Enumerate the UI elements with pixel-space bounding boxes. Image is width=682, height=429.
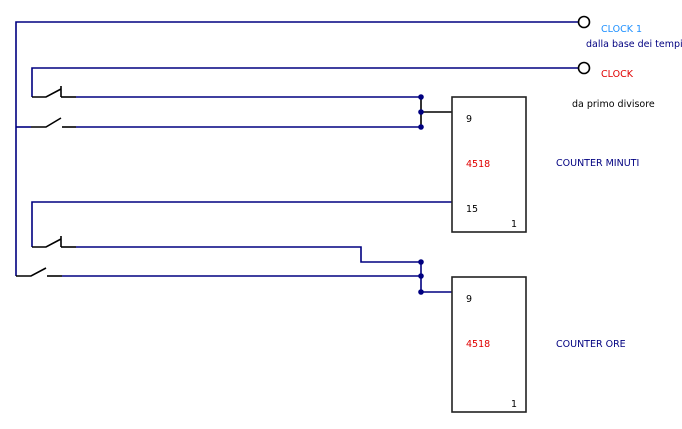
- counter-minuti-chip: [451, 96, 527, 233]
- counter-ore-caption: COUNTER ORE: [556, 339, 626, 350]
- wire-clock1-bus: [15, 21, 578, 276]
- node-dot: [418, 109, 424, 115]
- node-dot: [418, 273, 424, 279]
- ore-pin-9: 9: [466, 294, 472, 305]
- clock-note: da primo divisore: [572, 99, 655, 110]
- node-dot: [418, 259, 424, 265]
- ore-chip-label: 4518: [466, 339, 490, 350]
- clock1-label: CLOCK 1: [601, 24, 642, 35]
- node-dot: [418, 124, 424, 130]
- counter-ore-chip: [451, 276, 527, 413]
- wire-sw3-out: [76, 246, 420, 263]
- switch-2: [31, 117, 62, 128]
- wire-minuti-pin15: [31, 201, 452, 247]
- switch-3: [32, 238, 62, 248]
- clock-terminal: [577, 61, 591, 75]
- switch-4: [16, 267, 47, 277]
- node-dot: [418, 94, 424, 100]
- counter-minuti-caption: COUNTER MINUTI: [556, 158, 639, 169]
- wire-clock-bus: [31, 67, 578, 97]
- clock1-terminal: [577, 15, 591, 29]
- clock-label: CLOCK: [601, 69, 634, 80]
- minuti-chip-label: 4518: [466, 159, 490, 170]
- minuti-pin-1: 1: [511, 219, 517, 230]
- clock1-note: dalla base dei tempi: [586, 39, 682, 50]
- minuti-pin-15: 15: [466, 204, 478, 215]
- switch-1: [32, 88, 62, 98]
- ore-pin-1: 1: [511, 399, 517, 410]
- node-dot: [418, 289, 424, 295]
- minuti-pin-9: 9: [466, 114, 472, 125]
